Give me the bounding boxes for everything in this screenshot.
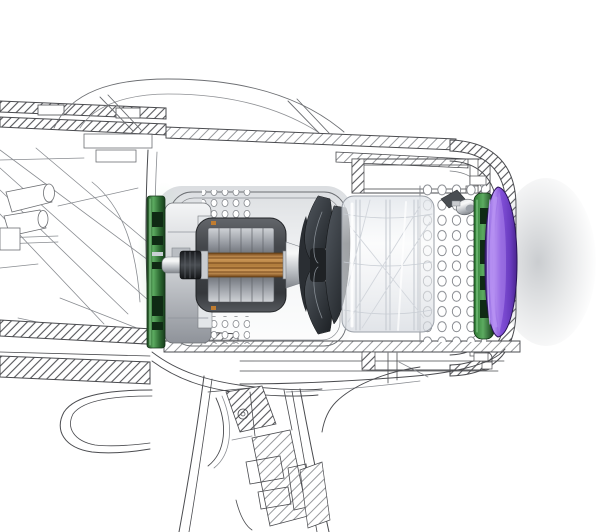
handle-linework <box>178 375 331 532</box>
purple-exhaust-bezel <box>484 186 518 338</box>
lamination-stack-top <box>207 227 275 255</box>
stator-core <box>195 217 291 313</box>
drop-shadow <box>496 178 596 346</box>
copper-winding <box>200 250 291 280</box>
clear-diffuser-housing <box>341 195 435 333</box>
motor-core-render <box>146 178 596 349</box>
control-pcb-left <box>146 195 166 349</box>
winding-glint-bottom <box>211 306 216 310</box>
barrel-floor <box>163 340 521 393</box>
fastener-screw <box>440 189 477 216</box>
trigger-guard <box>59 389 153 454</box>
winding-glint-top <box>211 221 216 225</box>
lamination-stack-bottom <box>207 275 275 303</box>
bearing-collar-left <box>179 250 202 280</box>
top-cover-dome <box>53 78 345 135</box>
top-left-wall <box>0 100 167 136</box>
